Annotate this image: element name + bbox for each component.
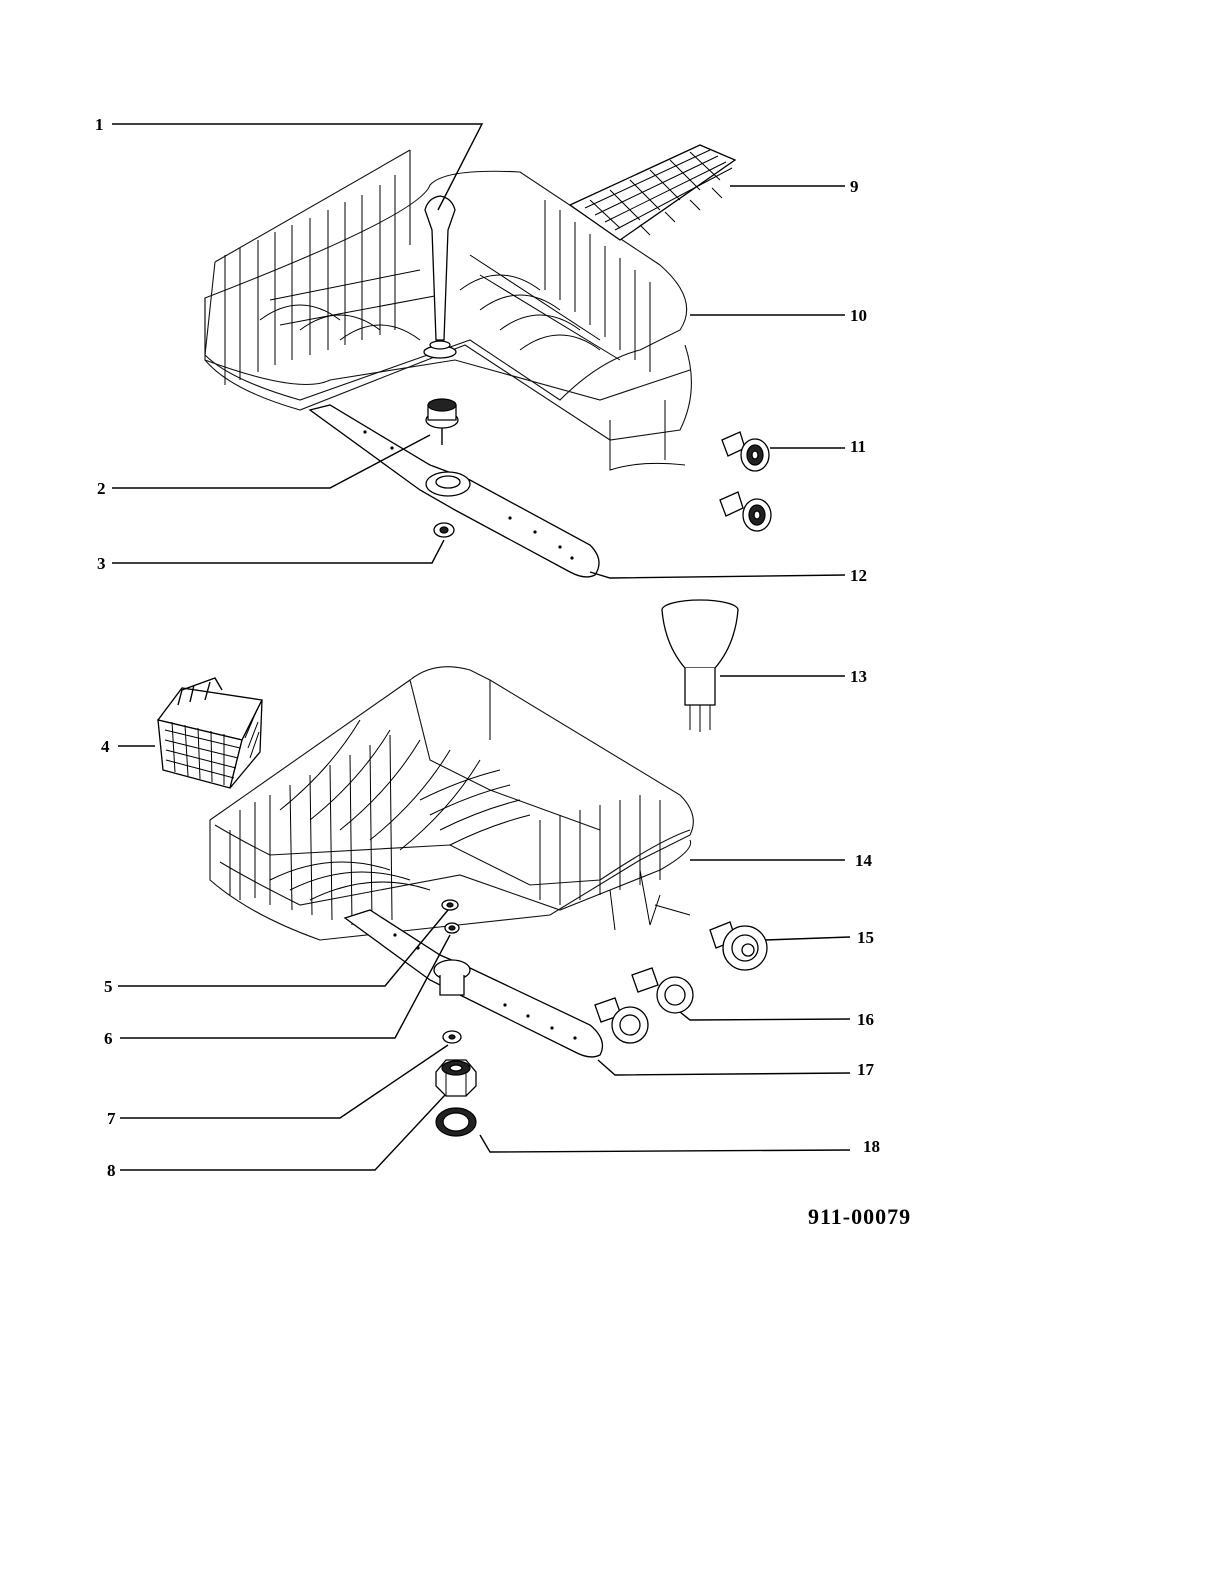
callout-7: 7 (107, 1109, 116, 1128)
upper-rack-wheels (719, 431, 772, 532)
upper-rack (204, 149, 692, 471)
upper-spray-tube (423, 195, 457, 359)
callout-13: 13 (850, 667, 867, 686)
callout-6: 6 (104, 1029, 113, 1048)
spray-tube-cap (661, 599, 739, 732)
lower-rack-wheels-16 (594, 967, 694, 1044)
callout-labels: 1 2 3 4 5 6 7 8 9 10 11 12 13 14 15 16 1… (95, 115, 880, 1180)
cutlery-basket (156, 677, 263, 789)
lower-seal-6 (444, 922, 460, 934)
callout-8: 8 (107, 1161, 116, 1180)
callout-15: 15 (857, 928, 874, 947)
callout-18: 18 (863, 1137, 880, 1156)
hex-nut (435, 1059, 477, 1097)
upper-spray-arm (308, 404, 600, 578)
lower-washer (442, 1030, 462, 1044)
callout-5: 5 (104, 977, 113, 996)
leader-lines (112, 123, 851, 1171)
callout-12: 12 (850, 566, 867, 585)
upper-washer (433, 522, 455, 538)
lower-spray-arm (343, 909, 604, 1058)
callout-14: 14 (855, 851, 873, 870)
callout-16: 16 (857, 1010, 874, 1029)
lower-seal-5 (441, 899, 459, 911)
cup-shelf (568, 144, 737, 241)
callout-4: 4 (101, 737, 110, 756)
callout-10: 10 (850, 306, 867, 325)
document-number: 911-00079 (808, 1204, 911, 1229)
callout-11: 11 (850, 437, 866, 456)
lower-rack (209, 666, 694, 941)
upper-hub-nut (425, 398, 459, 445)
lower-rack-tines (229, 719, 691, 931)
callout-3: 3 (97, 554, 106, 573)
callout-2: 2 (97, 479, 106, 498)
lower-rack-wheel-15 (709, 921, 768, 971)
callout-1: 1 (95, 115, 104, 134)
callout-17: 17 (857, 1060, 875, 1079)
ring-gasket (435, 1107, 477, 1137)
callout-9: 9 (850, 177, 859, 196)
upper-rack-tines (224, 175, 686, 471)
